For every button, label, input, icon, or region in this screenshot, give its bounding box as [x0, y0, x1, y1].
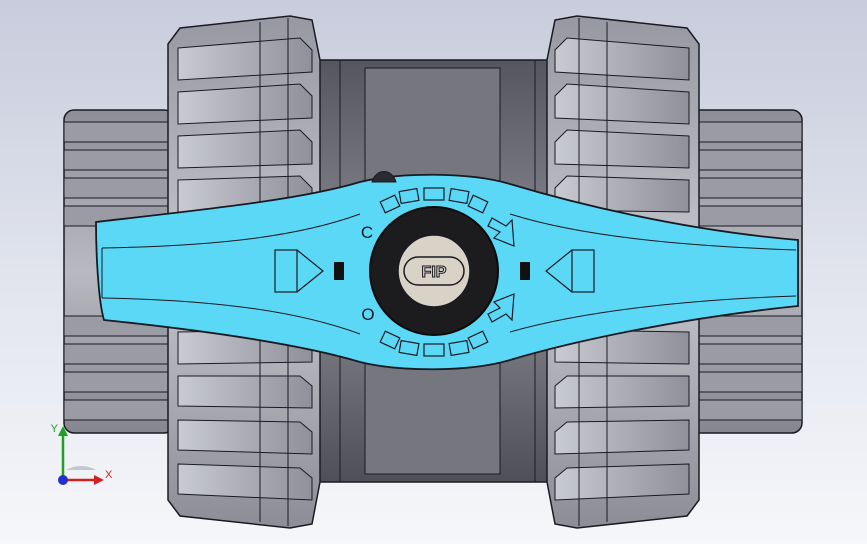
right-indicator-slot [520, 262, 530, 280]
y-axis-label: Y [51, 423, 59, 435]
right-arrow-icon [545, 249, 595, 293]
handle-mark-c: C [361, 223, 373, 242]
left-end-connector [63, 109, 175, 434]
left-arrow-icon [274, 249, 324, 293]
valve-handle[interactable]: C O FIP [95, 173, 799, 371]
position-marks [379, 187, 515, 357]
logo-cap [397, 234, 471, 308]
left-indicator-slot [334, 262, 344, 280]
logo-text: FIP [422, 264, 447, 281]
x-axis-label: X [105, 469, 113, 481]
axis-triad: Y X [51, 423, 113, 485]
handle-mark-o: O [361, 305, 374, 324]
stem-top [371, 171, 397, 183]
logo-badge-icon [403, 256, 465, 286]
z-axis-icon [58, 475, 68, 485]
